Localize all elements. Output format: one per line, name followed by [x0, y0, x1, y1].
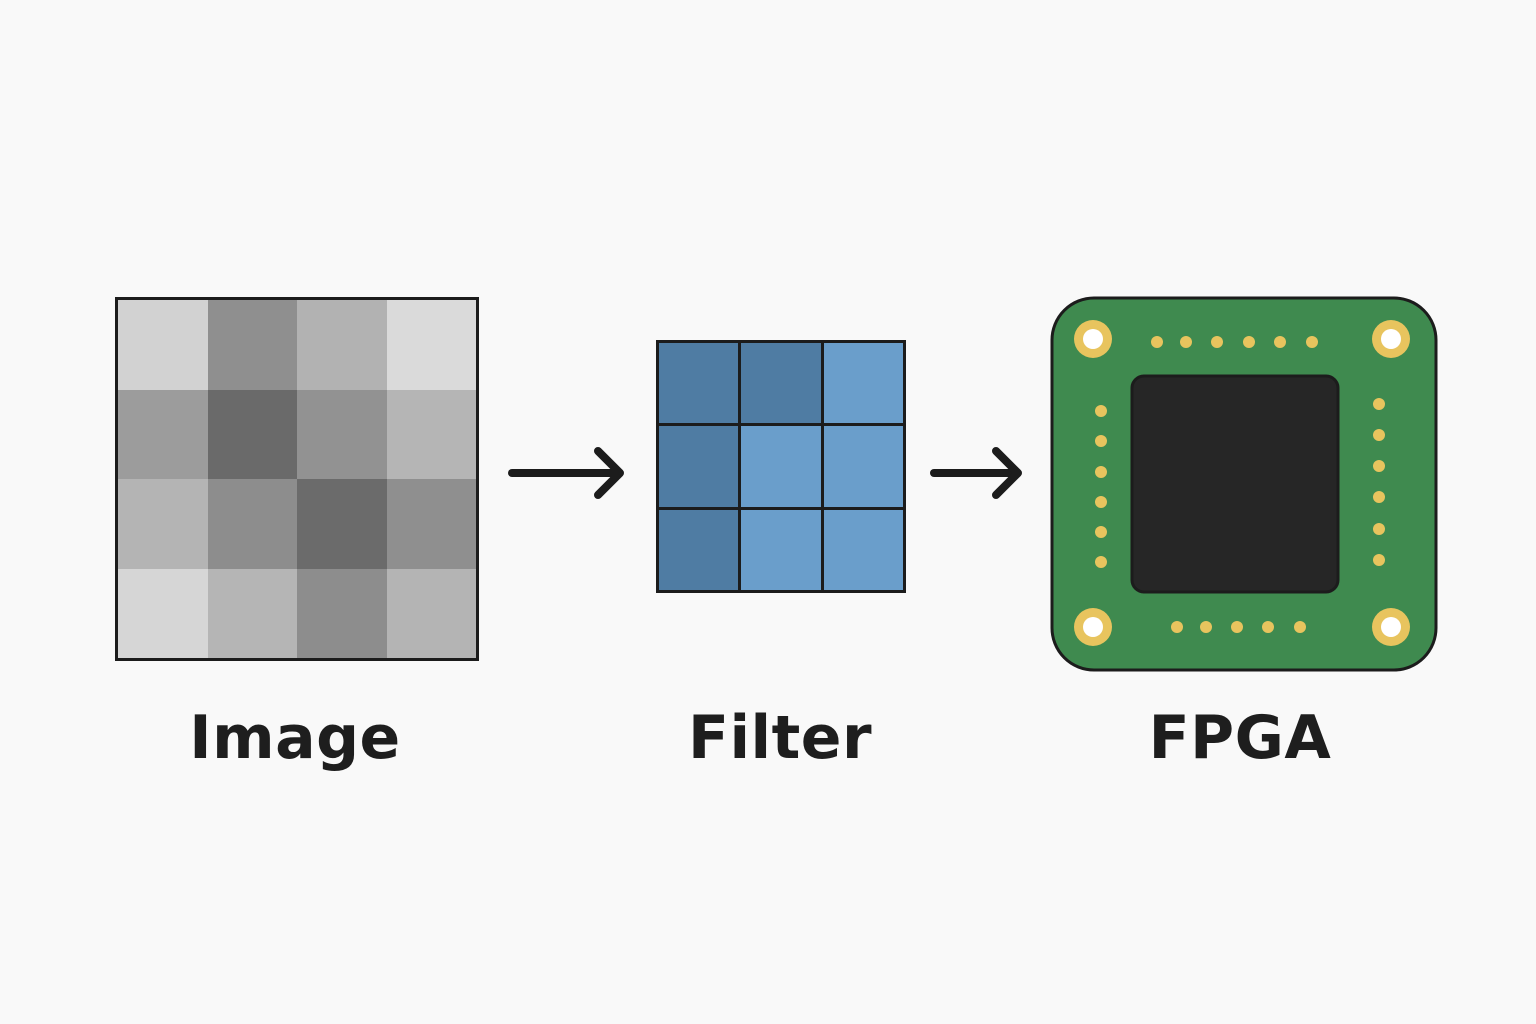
filter-cell [823, 509, 903, 590]
filter-cell [823, 343, 903, 424]
filter-cell [741, 426, 821, 507]
filter-cell [741, 343, 821, 424]
image-pixel [207, 568, 297, 658]
mounting-holes [1074, 320, 1410, 646]
image-pixel [207, 479, 297, 569]
image-pixel [297, 389, 387, 479]
arrow-right-icon [508, 447, 624, 499]
image-pixel [118, 300, 208, 390]
image-pixel [386, 300, 476, 390]
image-pixel [118, 389, 208, 479]
filter-kernel-grid [656, 340, 906, 593]
image-pixel [118, 568, 208, 658]
image-label: Image [189, 703, 401, 773]
filter-cell [659, 343, 739, 424]
image-pixel [207, 389, 297, 479]
image-pixel [297, 300, 387, 390]
contact-pads [1095, 336, 1385, 633]
filter-cell [741, 509, 821, 590]
arrow-right-icon [930, 447, 1022, 499]
image-pixel-grid [115, 297, 479, 661]
filter-label: Filter [687, 703, 873, 773]
filter-cell [823, 426, 903, 507]
image-pixel [386, 568, 476, 658]
image-pixel [118, 479, 208, 569]
image-pixel [297, 479, 387, 569]
fpga-label: FPGA [1148, 703, 1332, 773]
fpga-chip-die [1130, 374, 1340, 594]
image-pixel [386, 479, 476, 569]
fpga-chip-icon [1050, 296, 1438, 672]
filter-cell [659, 509, 739, 590]
image-pixel [207, 300, 297, 390]
filter-cell [659, 426, 739, 507]
image-pixel [297, 568, 387, 658]
image-pixel [386, 389, 476, 479]
